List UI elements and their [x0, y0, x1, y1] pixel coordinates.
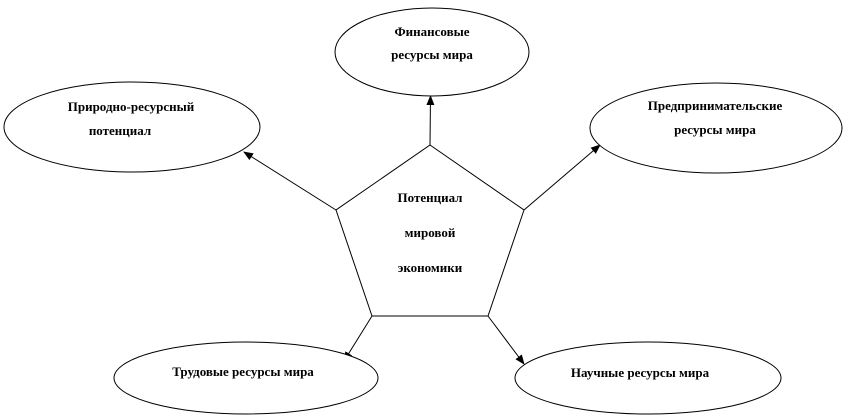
node-natural: Природно-ресурсный потенциал [3, 81, 261, 173]
node-financial-line-1: Финансовые [394, 24, 469, 39]
center-label-line-1: Потенциал [398, 190, 463, 205]
center-pentagon [335, 144, 525, 317]
node-scientific-line-1: Научные ресурсы мира [571, 365, 710, 380]
node-natural-ellipse [3, 81, 261, 173]
node-labor-line-1: Трудовые ресурсы мира [172, 364, 314, 379]
arrow-to-entrepreneurial [523, 144, 601, 211]
node-natural-line-1: Природно-ресурсный [68, 99, 195, 114]
center-label-line-2: мировой [405, 225, 456, 240]
node-labor-ellipse [113, 341, 379, 415]
node-financial: Финансовые ресурсы мира [334, 7, 530, 97]
node-scientific-ellipse [514, 341, 782, 415]
arrow-to-scientific [487, 315, 525, 365]
node-natural-line-2: потенциал [89, 123, 151, 138]
arrow-to-natural [243, 151, 337, 211]
node-financial-line-2: ресурсы мира [391, 47, 473, 62]
node-scientific: Научные ресурсы мира [514, 341, 782, 415]
node-entrepreneurial: Предпринимательские ресурсы мира [589, 82, 843, 174]
node-entrepreneurial-line-2: ресурсы мира [674, 122, 756, 137]
node-labor: Трудовые ресурсы мира [113, 341, 379, 415]
node-financial-ellipse [334, 7, 530, 97]
arrow-to-labor [343, 315, 373, 362]
arrow-to-financial [426, 95, 435, 146]
node-entrepreneurial-ellipse [589, 82, 843, 174]
center-label-line-3: экономики [398, 260, 463, 275]
node-entrepreneurial-line-1: Предпринимательские [648, 98, 783, 113]
